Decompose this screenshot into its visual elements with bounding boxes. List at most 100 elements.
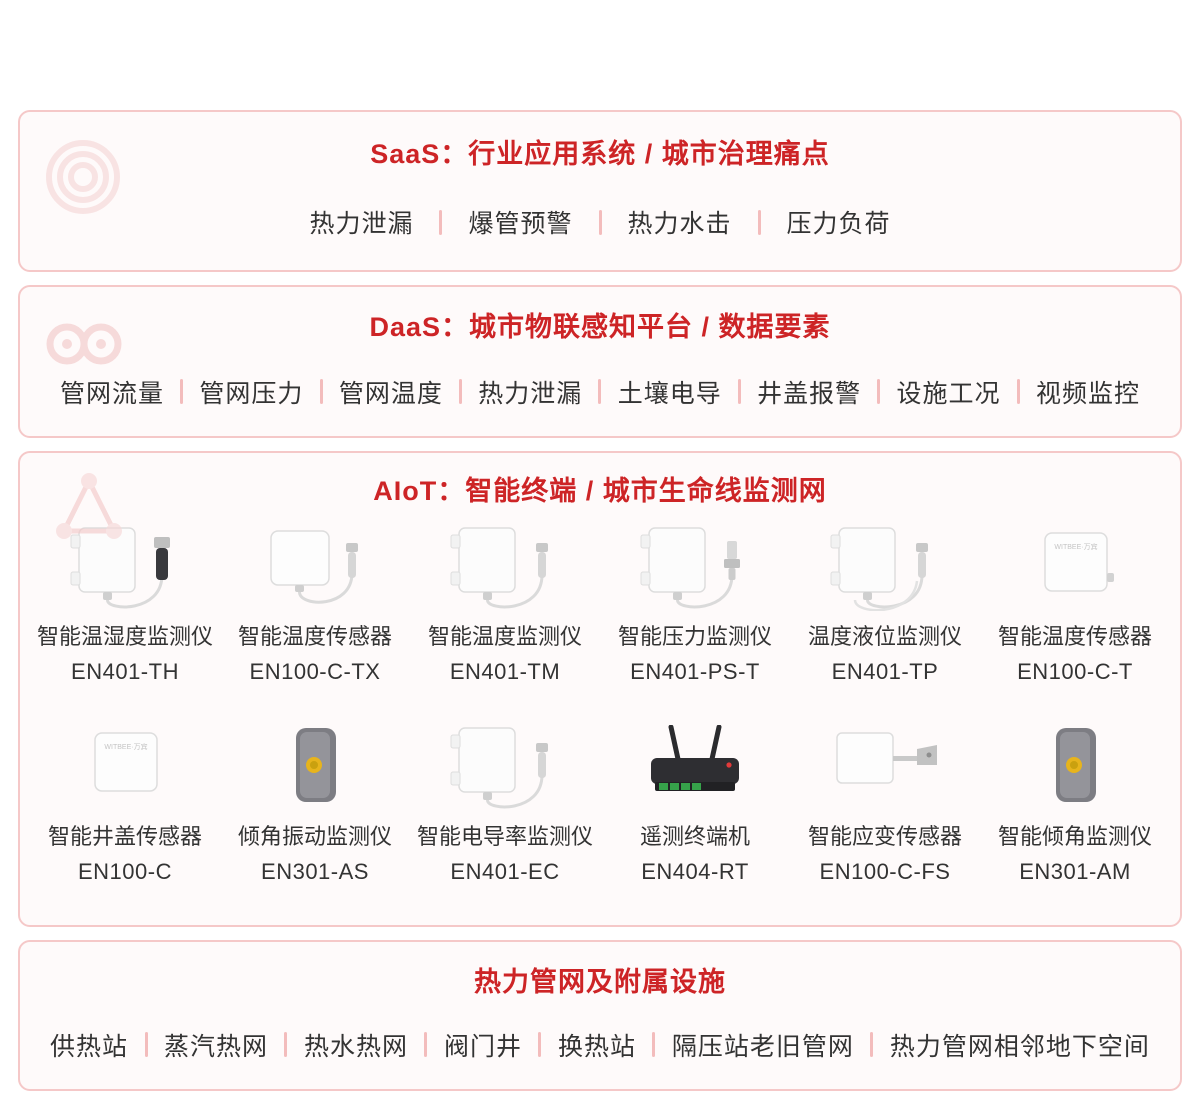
product-model: EN401-TH [71, 659, 179, 685]
separator [284, 1032, 288, 1058]
saas-item: 爆管预警 [468, 210, 573, 239]
strain-sensor-image [836, 732, 938, 784]
device-image-wrap [1015, 719, 1135, 811]
daas-item: 设施工况 [896, 379, 1001, 408]
product-model: EN100-C [78, 859, 172, 885]
product-card: 温度液位监测仪 EN401-TP [790, 519, 980, 685]
product-grid: 智能温湿度监测仪 EN401-TH 智能温度传感器 EN100-C-TX [20, 519, 1180, 885]
separator [877, 379, 881, 405]
device-image-wrap [445, 519, 565, 611]
brand-mark: WITBEE·万宾 [104, 742, 147, 751]
product-model: EN100-C-TX [249, 659, 381, 685]
separator [439, 209, 443, 235]
product-card: 遥测终端机 EN404-RT [600, 719, 790, 885]
daas-item: 管网温度 [338, 379, 443, 408]
pressure-monitor-image [639, 526, 740, 609]
product-card: 智能温湿度监测仪 EN401-TH [30, 519, 220, 685]
product-card: WITBEE·万宾 智能温度传感器 EN100-C-T [980, 519, 1170, 685]
separator [1016, 379, 1020, 405]
product-name: 智能应变传感器 [807, 824, 962, 850]
device-image-wrap [825, 519, 945, 612]
aiot-title: AIoT：智能终端 / 城市生命线监测网 [373, 475, 827, 506]
saas-panel: SaaS：行业应用系统 / 城市治理痛点 热力泄漏 爆管预警 热力水击 压力负荷 [18, 110, 1182, 273]
pipeline-item: 热水热网 [303, 1032, 408, 1061]
device-image-wrap [825, 719, 945, 811]
device-image-wrap: WITBEE·万宾 [65, 719, 185, 811]
pipeline-item: 热力管网相邻地下空间 [889, 1032, 1150, 1061]
device-image-wrap: WITBEE·万宾 [1015, 519, 1135, 611]
saas-title: SaaS：行业应用系统 / 城市治理痛点 [370, 139, 830, 169]
product-model: EN100-C-FS [819, 859, 951, 885]
product-name: 智能温度监测仪 [427, 624, 582, 650]
product-card: 智能倾角监测仪 EN301-AM [980, 719, 1170, 885]
temp-monitor-image [449, 526, 548, 609]
manhole-sensor-image: WITBEE·万宾 [94, 732, 158, 792]
device-image-wrap [255, 719, 375, 811]
daas-item: 管网压力 [199, 379, 304, 408]
aiot-panel: AIoT：智能终端 / 城市生命线监测网 智能温湿度监测仪 EN401-TH 智… [18, 450, 1182, 928]
saas-item: 压力负荷 [786, 210, 891, 239]
daas-item: 井盖报警 [757, 379, 862, 408]
separator [180, 379, 184, 405]
product-card: WITBEE·万宾 智能井盖传感器 EN100-C [30, 719, 220, 885]
separator [459, 379, 463, 405]
pipeline-title: 热力管网及附属设施 [474, 967, 726, 998]
pipeline-item: 蒸汽热网 [163, 1032, 268, 1061]
product-name: 智能温度传感器 [237, 624, 392, 650]
product-name: 智能电导率监测仪 [416, 824, 593, 850]
daas-items-row: 管网流量 管网压力 管网温度 热力泄漏 土壤电导 井盖报警 设施工况 视频监控 [20, 374, 1180, 410]
daas-panel: DaaS：城市物联感知平台 / 数据要素 管网流量 管网压力 管网温度 热力泄漏… [18, 285, 1182, 438]
product-card: 倾角振动监测仪 EN301-AS [220, 719, 410, 885]
separator [319, 379, 323, 405]
brand-mark: WITBEE·万宾 [1054, 542, 1097, 551]
pipeline-item: 供热站 [50, 1032, 129, 1061]
separator [652, 1032, 656, 1058]
product-name: 智能压力监测仪 [617, 624, 772, 650]
device-image-wrap [635, 519, 755, 611]
pipeline-item: 阀门井 [443, 1032, 522, 1061]
device-image-wrap [65, 519, 185, 611]
product-name: 智能温湿度监测仪 [36, 624, 213, 650]
device-image-wrap [445, 719, 565, 811]
daas-item: 视频监控 [1035, 379, 1140, 408]
temp-level-monitor-image [829, 526, 928, 612]
saas-item: 热力泄漏 [309, 210, 414, 239]
tilt-monitor-image [1056, 728, 1096, 803]
product-card: 智能温度监测仪 EN401-TM [410, 519, 600, 685]
separator [598, 209, 602, 235]
product-model: EN401-TP [831, 659, 939, 685]
product-card: 智能压力监测仪 EN401-PS-T [600, 519, 790, 685]
device-image-wrap [635, 719, 755, 811]
temp-sensor-panel-image: WITBEE·万宾 [1044, 532, 1114, 592]
product-model: EN301-AS [261, 859, 369, 885]
separator [598, 379, 602, 405]
pipeline-items-row: 供热站 蒸汽热网 热水热网 阀门井 换热站 隔压站老旧管网 热力管网相邻地下空间 [20, 1027, 1180, 1063]
conductivity-monitor-image [449, 726, 548, 809]
tilt-vibration-monitor-image [296, 728, 336, 803]
saas-item: 热力水击 [627, 210, 732, 239]
product-name: 温度液位监测仪 [807, 624, 962, 650]
product-model: EN401-PS-T [630, 659, 760, 685]
product-card: 智能温度传感器 EN100-C-TX [220, 519, 410, 685]
separator [757, 209, 761, 235]
separator [144, 1032, 148, 1058]
product-name: 智能倾角监测仪 [997, 824, 1152, 850]
device-image-wrap [255, 519, 375, 611]
product-model: EN100-C-T [1017, 659, 1133, 685]
product-model: EN404-RT [641, 859, 749, 885]
product-model: EN401-EC [450, 859, 560, 885]
pipeline-panel: 热力管网及附属设施 供热站 蒸汽热网 热水热网 阀门井 换热站 隔压站老旧管网 … [18, 940, 1182, 1091]
daas-item: 管网流量 [60, 379, 165, 408]
separator [870, 1032, 874, 1058]
product-model: EN301-AM [1019, 859, 1131, 885]
daas-title: DaaS：城市物联感知平台 / 数据要素 [369, 312, 831, 343]
telemetry-terminal-image [635, 725, 755, 811]
product-name: 倾角振动监测仪 [237, 824, 392, 850]
product-card: 智能电导率监测仪 EN401-EC [410, 719, 600, 885]
daas-item: 热力泄漏 [478, 379, 583, 408]
saas-items-row: 热力泄漏 爆管预警 热力水击 压力负荷 [20, 204, 1180, 240]
product-model: EN401-TM [449, 659, 561, 685]
product-name: 遥测终端机 [639, 824, 750, 850]
temp-sensor-image [269, 529, 358, 604]
